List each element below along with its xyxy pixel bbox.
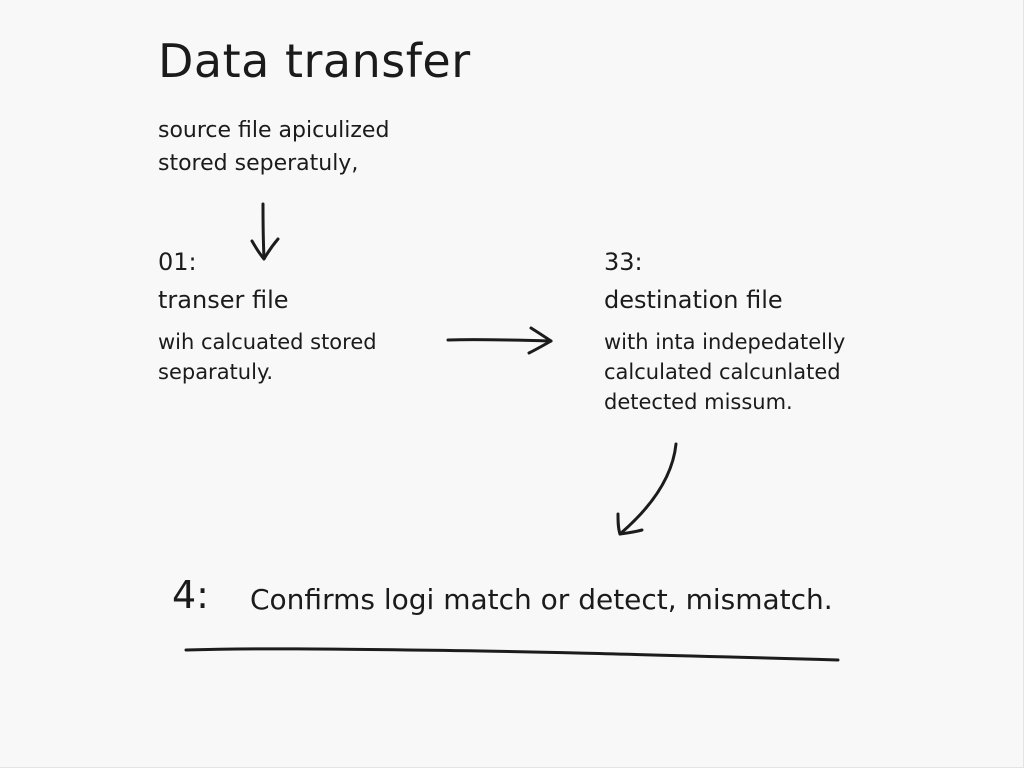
left-step-desc-line-2: separatuly. [158, 360, 274, 384]
final-step-number: 4: [172, 573, 209, 617]
down-arrow-icon [250, 202, 280, 261]
right-arrow-icon [446, 326, 553, 355]
left-step-desc-line-1: wih calcuated stored [158, 330, 377, 354]
intro-line-2: stored seperatuly, [158, 151, 359, 176]
left-step-number: 01: [158, 248, 197, 276]
left-step-description: wih calcuated stored separatuly. [158, 327, 418, 387]
intro-text: source file apiculized stored seperatuly… [158, 114, 458, 180]
right-step-desc-line-2: calculated calcunlated [604, 360, 841, 384]
intro-line-1: source file apiculized [158, 118, 390, 143]
final-step-text: Confirms logi match or detect, mismatch. [250, 583, 833, 616]
diagram-title: Data transfer [158, 34, 471, 88]
curved-down-arrow-icon [616, 442, 678, 536]
left-step-title: transer file [158, 286, 289, 314]
right-step-desc-line-1: with inta indepedatelly [604, 330, 846, 354]
right-step-desc-line-3: detected missum. [604, 390, 793, 414]
right-step-number: 33: [604, 248, 643, 276]
right-step-description: with inta indepedatelly calculated calcu… [604, 327, 894, 417]
right-step-title: destination file [604, 286, 783, 314]
underline-divider [184, 647, 840, 662]
